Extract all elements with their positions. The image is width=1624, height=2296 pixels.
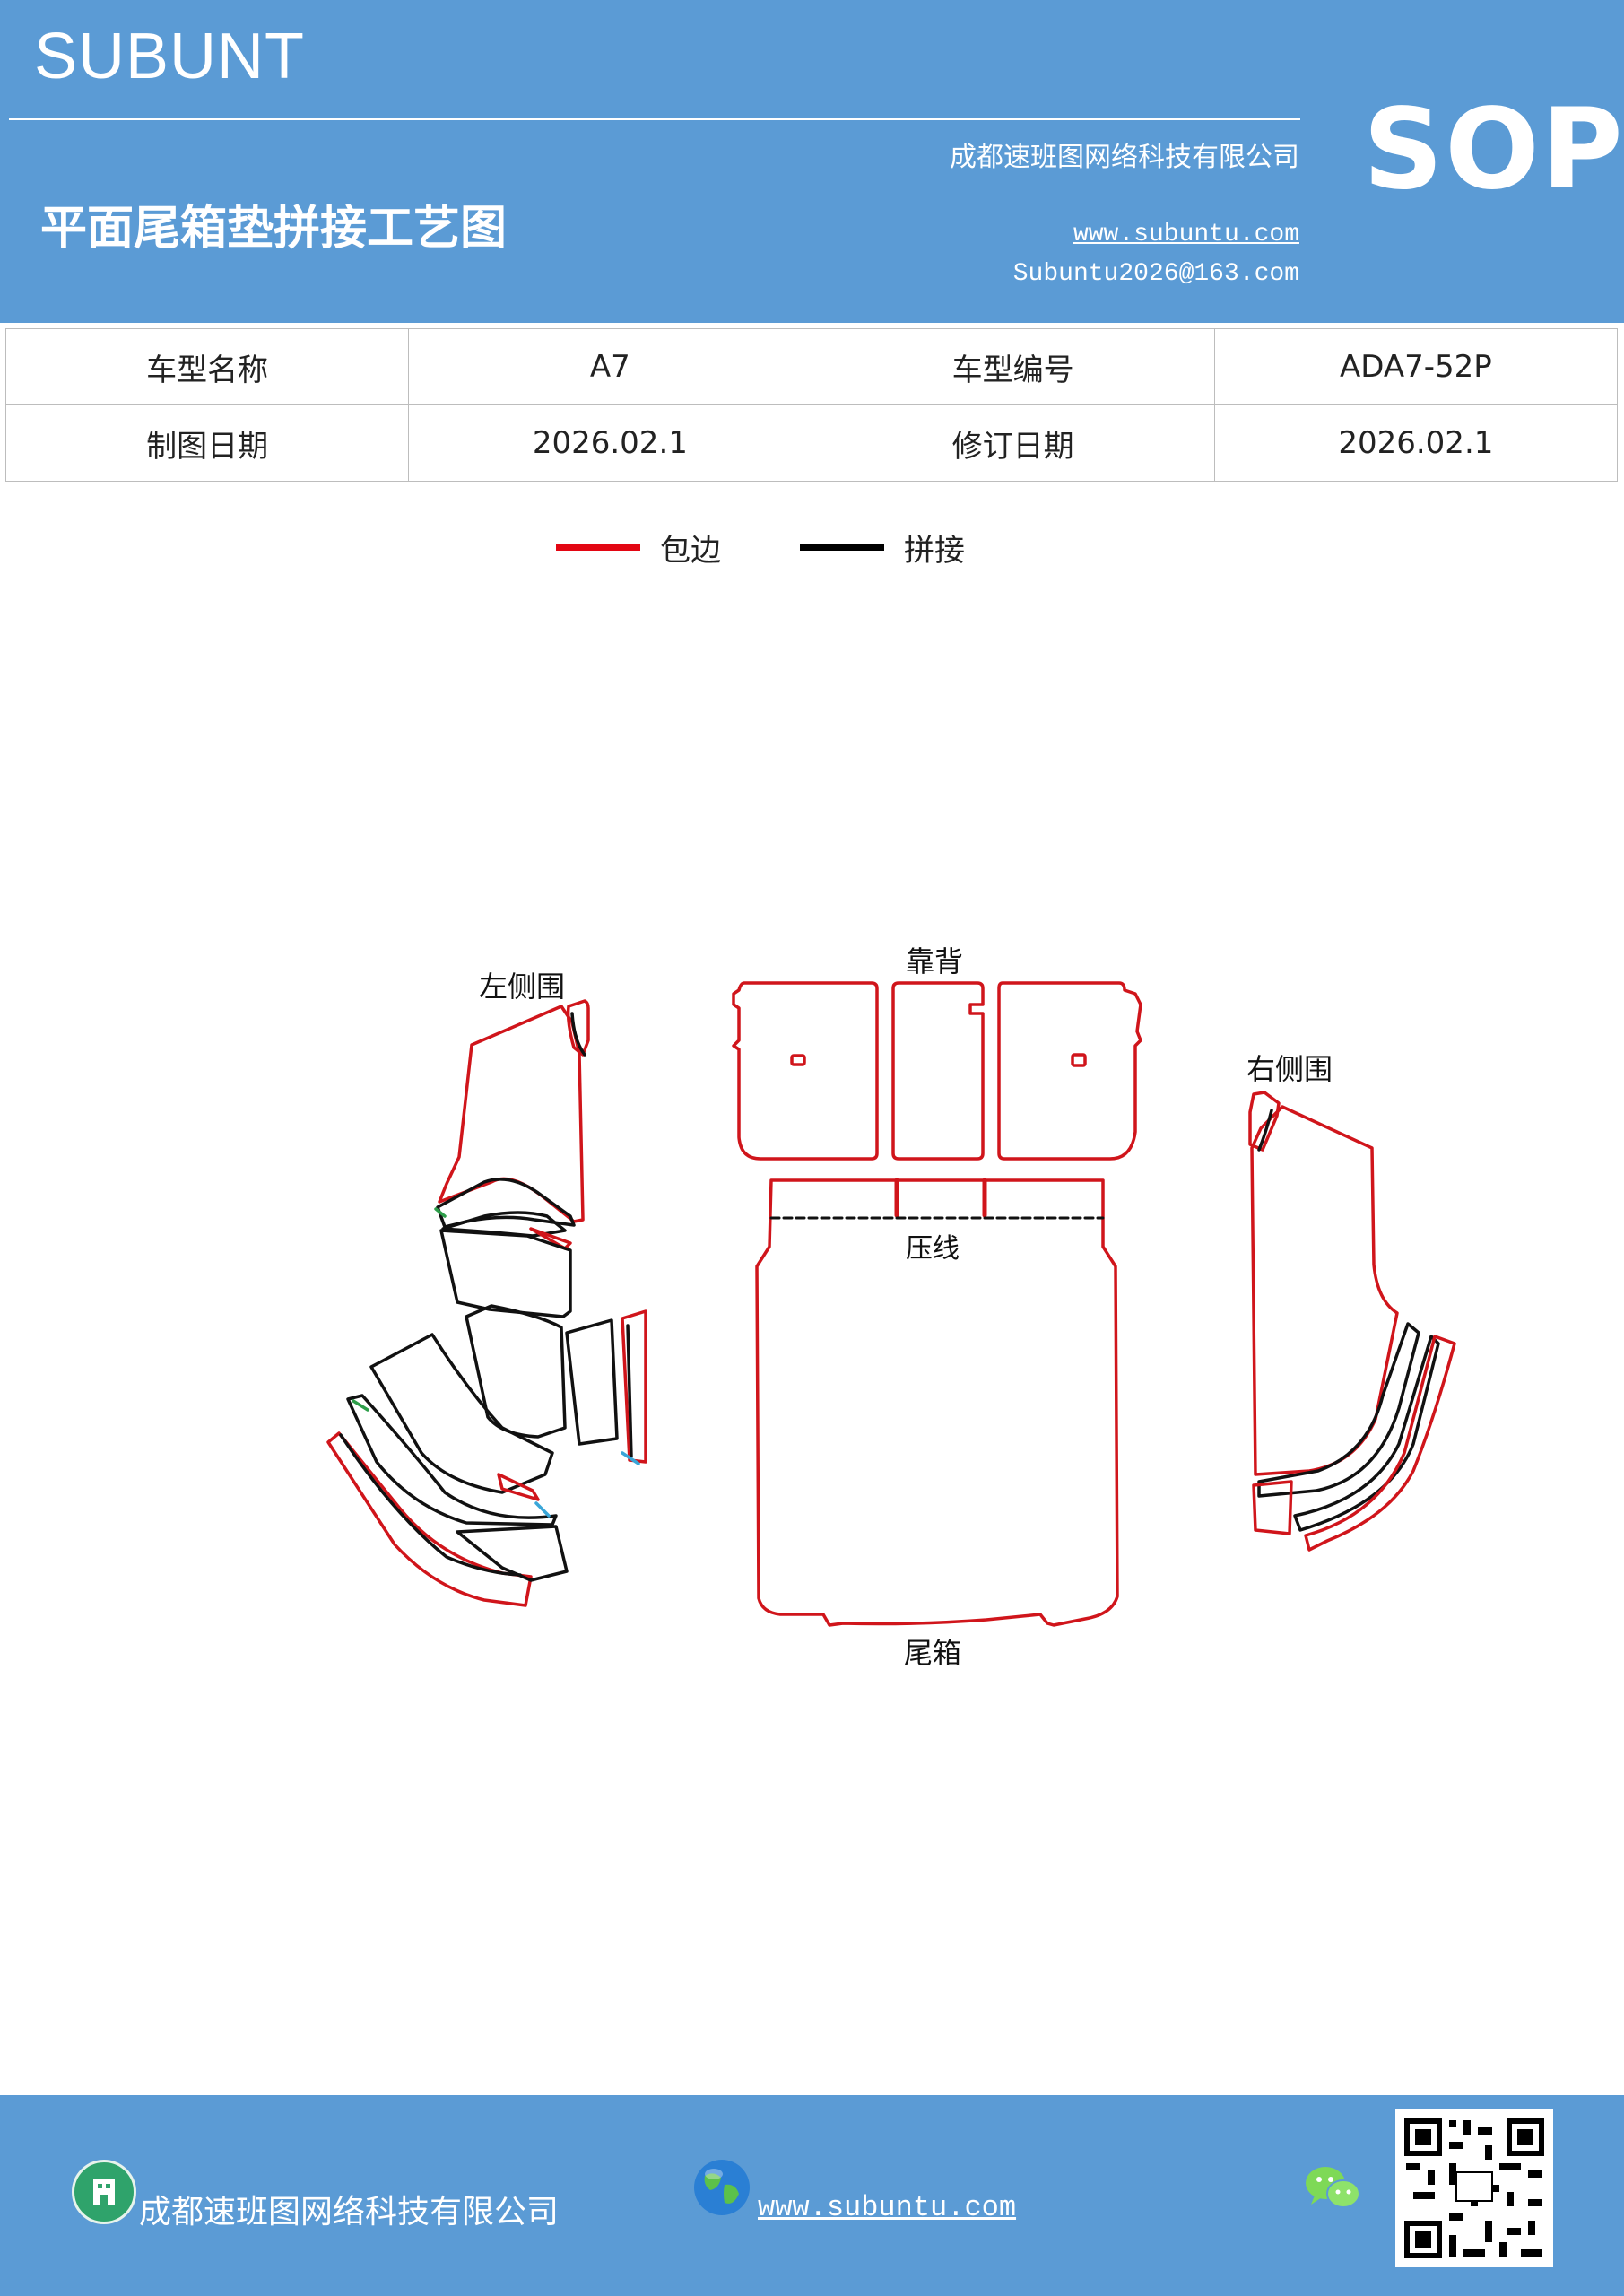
model-code-value: ADA7-52P xyxy=(1213,328,1619,405)
backrest-left-panel xyxy=(732,981,879,1161)
header-banner: SUBUNT 成都速班图网络科技有限公司 SOP 平面尾箱垫拼接工艺图 www.… xyxy=(0,0,1624,323)
website-link[interactable]: www.subuntu.com xyxy=(1073,221,1299,248)
left-side-wedge xyxy=(369,1333,554,1494)
footer-company-name: 成都速班图网络科技有限公司 xyxy=(139,2194,560,2231)
vehicle-info-table: 车型名称 A7 车型编号 ADA7-52P 制图日期 2026.02.1 修订日… xyxy=(4,328,1619,482)
table-row: 车型名称 A7 车型编号 ADA7-52P xyxy=(4,328,1619,405)
legend-seam-label: 拼接 xyxy=(904,532,965,569)
right-side-strip-3 xyxy=(1293,1335,1440,1532)
left-side-long-strip-1 xyxy=(346,1394,558,1526)
legend-black-swatch xyxy=(800,544,884,551)
backrest-label: 靠背 xyxy=(906,944,964,978)
left-side-panels xyxy=(326,999,647,1607)
left-side-thin-strip xyxy=(621,1309,647,1464)
trunk-main-panel xyxy=(755,1178,1119,1627)
press-line-label: 压线 xyxy=(906,1233,960,1265)
model-name-value: A7 xyxy=(408,328,812,405)
backrest-right-panel xyxy=(997,981,1142,1161)
footer-website-link[interactable]: www.subuntu.com xyxy=(758,2191,1017,2224)
right-side-top-tab xyxy=(1248,1091,1281,1152)
backrest-left-slot xyxy=(790,1054,806,1066)
backrest-panels xyxy=(732,981,1142,1161)
left-side-bottom-strip xyxy=(456,1525,569,1582)
revision-date-value: 2026.02.1 xyxy=(1213,404,1619,482)
legend-edge-label: 包边 xyxy=(660,532,721,569)
company-name: 成都速班图网络科技有限公司 xyxy=(950,142,1299,173)
backrest-right-slot xyxy=(1071,1053,1087,1067)
qr-code[interactable] xyxy=(1395,2109,1553,2267)
model-name-label: 车型名称 xyxy=(4,328,410,405)
trunk-label: 尾箱 xyxy=(904,1636,962,1670)
draw-date-value: 2026.02.1 xyxy=(408,404,812,482)
legend-edge: 包边 xyxy=(556,525,721,570)
left-side-main-panel xyxy=(438,1004,585,1223)
legend-red-swatch xyxy=(556,544,640,551)
globe-icon xyxy=(692,2158,751,2217)
email-address[interactable]: Subuntu2026@163.com xyxy=(1012,260,1299,288)
left-side-lower-block xyxy=(439,1229,572,1318)
sop-badge: SOP xyxy=(1363,85,1624,214)
building-icon xyxy=(72,2160,136,2224)
backrest-center-panel xyxy=(891,981,985,1161)
model-code-label: 车型编号 xyxy=(811,328,1215,405)
right-side-strip-2 xyxy=(1252,1480,1293,1535)
brand-logo-text: SUBUNT xyxy=(34,21,306,92)
right-side-strip-1 xyxy=(1257,1322,1420,1498)
document-title: 平面尾箱垫拼接工艺图 xyxy=(40,201,508,256)
right-side-panels xyxy=(1248,1091,1456,1552)
table-row: 制图日期 2026.02.1 修订日期 2026.02.1 xyxy=(4,404,1619,482)
left-side-curved-block xyxy=(465,1304,567,1439)
left-side-top-tab xyxy=(566,999,590,1057)
header-divider xyxy=(9,118,1300,120)
left-side-strip-1 xyxy=(436,1178,576,1229)
left-side-long-strip-2 xyxy=(326,1431,533,1607)
right-side-label: 右侧围 xyxy=(1246,1052,1333,1086)
left-side-label: 左侧围 xyxy=(479,970,566,1004)
draw-date-label: 制图日期 xyxy=(4,404,410,482)
right-side-long-strip xyxy=(1304,1335,1456,1552)
left-side-strip-2 xyxy=(441,1211,567,1238)
wechat-icon xyxy=(1302,2161,1365,2215)
legend-seam: 拼接 xyxy=(800,525,965,570)
left-side-trap-block xyxy=(565,1318,619,1446)
revision-date-label: 修订日期 xyxy=(811,404,1215,482)
